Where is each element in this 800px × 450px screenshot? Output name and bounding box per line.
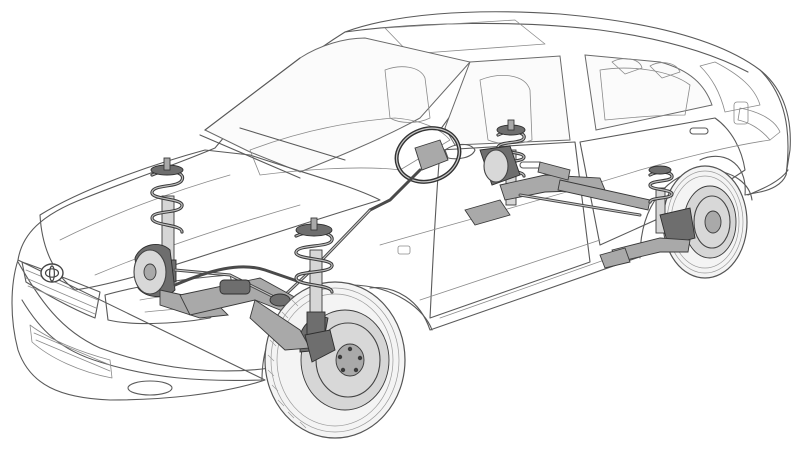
rear-left-top-nut xyxy=(507,119,515,131)
front-left-coil-spring xyxy=(150,169,185,234)
rack-housing xyxy=(219,279,251,295)
front-left-hub xyxy=(143,263,157,281)
lower-grille-slat xyxy=(33,332,111,372)
rear-left-lower-arm xyxy=(464,199,511,226)
windshield xyxy=(204,37,471,173)
rear-seat xyxy=(599,67,691,121)
front-left-assembly xyxy=(133,157,229,319)
fog-lamp xyxy=(127,380,173,396)
front-right-assembly xyxy=(249,217,336,363)
fuel-door xyxy=(733,101,749,125)
front-right-tread-2 xyxy=(276,293,394,427)
rear-quarter xyxy=(747,69,789,196)
rear-left-link xyxy=(537,161,571,181)
rear-right-hub xyxy=(704,210,722,234)
front-right-wheel xyxy=(264,281,406,439)
wiper-right xyxy=(239,127,346,161)
steering-column xyxy=(368,168,422,212)
rear-left-assembly xyxy=(464,119,606,226)
side-mirror xyxy=(444,143,476,160)
taillight xyxy=(737,107,781,141)
steering-wheel-highlight xyxy=(396,127,460,183)
hood xyxy=(39,149,381,291)
grille-slat xyxy=(25,269,99,315)
rear-anti-roll-bar-highlight xyxy=(519,194,641,216)
side-marker xyxy=(397,245,411,255)
front-seat-2 xyxy=(384,66,431,123)
body-outline xyxy=(11,11,791,401)
front-right-knuckle xyxy=(304,329,336,363)
front-right-lower-arm xyxy=(249,299,311,351)
side-crease xyxy=(379,139,771,246)
rear-right-hub-carrier xyxy=(659,207,696,246)
rear-right-link xyxy=(599,247,631,269)
rear-right-top-mount xyxy=(648,165,672,175)
hood-crease xyxy=(59,174,301,276)
front-bumper xyxy=(17,261,271,382)
rear-door-handle xyxy=(689,127,709,135)
front-seat xyxy=(479,75,533,145)
anti-roll-bar xyxy=(173,265,302,287)
wiper-left xyxy=(199,134,301,179)
rear-lateral-link xyxy=(557,179,651,211)
front-right-coil-spring xyxy=(294,230,334,294)
lower-grille xyxy=(29,324,113,379)
front-right-tread-1 xyxy=(270,287,400,433)
roof-line xyxy=(344,22,749,73)
front-left-top-nut xyxy=(163,157,171,171)
rocker-line xyxy=(419,239,611,319)
rear-crossmember xyxy=(518,179,651,217)
front-right-top-nut xyxy=(310,217,318,231)
rear-door-window xyxy=(584,54,713,131)
steering-hub xyxy=(414,139,449,171)
toyota-logo xyxy=(40,263,64,283)
sunroof xyxy=(384,19,546,55)
headrest-2 xyxy=(649,62,681,79)
headrest xyxy=(611,58,643,75)
rear-right-assembly xyxy=(599,165,696,269)
front-right-lug-nuts xyxy=(337,346,363,373)
rear-left-brake-disc xyxy=(483,149,509,183)
rear-right-coil-spring xyxy=(648,170,674,204)
